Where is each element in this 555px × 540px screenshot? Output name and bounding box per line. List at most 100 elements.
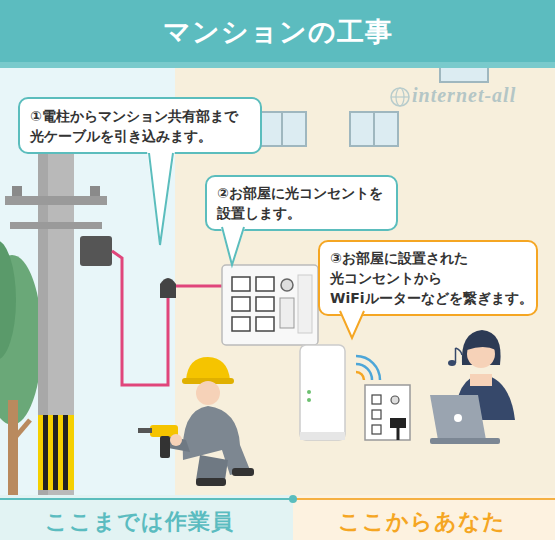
optical-outlet-panel-part <box>298 275 312 333</box>
wifi-router-part <box>307 398 311 402</box>
callout-box: ③お部屋に設置された 光コンセントから WiFiルーターなどを繋ぎます。 <box>318 240 538 316</box>
utility-pole-part <box>80 236 112 266</box>
wifi-router-part <box>300 432 345 440</box>
optical-outlet-panel <box>222 265 318 345</box>
worker-part <box>160 436 170 458</box>
callout-box: ②お部屋に光コンセントを 設置します。 <box>205 175 398 231</box>
room-outlet-panel-part <box>397 428 400 440</box>
woman-with-laptop-part <box>430 395 486 440</box>
worker-part <box>232 468 254 476</box>
callout-tail <box>220 225 246 265</box>
scenery-part <box>440 66 488 82</box>
utility-pole-part <box>90 186 100 196</box>
wifi-router-part <box>356 372 364 380</box>
bottom-band-part <box>293 498 555 500</box>
woman-with-laptop-part <box>456 348 463 355</box>
woman-with-laptop-part <box>467 336 496 350</box>
callout-text: ②お部屋に光コンセントを 設置します。 <box>217 183 386 223</box>
utility-pole <box>5 150 112 500</box>
utility-pole-part <box>43 415 48 490</box>
optical-outlet-panel-part <box>256 277 274 291</box>
bottom-band <box>0 495 555 540</box>
bottom-band-part <box>289 495 297 503</box>
watermark: internet-all <box>412 84 516 107</box>
fiber-cable-part <box>160 278 176 298</box>
watermark-globe-part <box>391 88 409 106</box>
scenery-part <box>350 112 398 146</box>
bottom-band-part <box>293 495 555 540</box>
callout-tail-part <box>147 151 175 245</box>
title-band-part <box>0 62 555 68</box>
callout-text: ①電柱からマンション共有部まで 光ケーブルを引き込みます。 <box>30 106 250 146</box>
callout-text: ③お部屋に設置された 光コンセントから WiFiルーターなどを繋ぎます。 <box>330 248 533 308</box>
wifi-router-part <box>356 364 372 380</box>
optical-outlet-panel-part <box>280 298 294 328</box>
callout-tail <box>338 309 366 338</box>
callout-tail-part <box>340 311 364 338</box>
callout-body: ①電柱からマンション共有部まで 光ケーブルを引き込みます。 <box>30 106 250 146</box>
worker-part <box>196 478 226 486</box>
callout-body: ②お部屋に光コンセントを 設置します。 <box>217 183 386 223</box>
room-outlet-panel-part <box>372 410 381 419</box>
callout-tail-part <box>220 225 246 265</box>
room-outlet-panel-part <box>372 395 381 404</box>
worker <box>138 357 254 486</box>
wifi-router-part <box>300 345 345 440</box>
scenery-part <box>373 112 375 146</box>
zone-label: ここからあなた <box>338 507 506 537</box>
woman-with-laptop-part <box>470 374 492 386</box>
watermark-globe-part <box>391 96 409 97</box>
utility-pole-part <box>10 222 102 229</box>
optical-outlet-panel-part <box>232 317 250 331</box>
optical-outlet-panel-part <box>232 297 250 311</box>
zone-label: ここまでは作業員 <box>45 507 234 537</box>
worker-part <box>196 455 228 480</box>
worker-part <box>138 428 152 433</box>
optical-outlet-panel-part <box>281 279 293 291</box>
utility-pole-part <box>63 415 68 490</box>
title-band <box>0 0 555 68</box>
utility-pole-part <box>12 186 22 196</box>
room-outlet-panel <box>365 385 410 440</box>
scenery-part <box>258 112 306 146</box>
callout-tail-part <box>222 227 244 265</box>
optical-outlet-panel-part <box>256 297 274 311</box>
worker-part <box>186 357 230 380</box>
callout-tail-part <box>338 309 366 338</box>
fiber-cable-part <box>176 285 222 288</box>
title-band-part <box>0 0 555 66</box>
optical-outlet-panel-part <box>222 265 318 345</box>
room-outlet-panel-part <box>390 418 406 428</box>
woman-with-laptop-part <box>454 414 462 422</box>
optical-outlet-panel-part <box>232 277 250 291</box>
fiber-cable-part <box>112 251 168 385</box>
diagram-title: マンションの工事 <box>0 14 555 50</box>
wifi-router-part <box>356 356 380 380</box>
woman-with-laptop <box>430 330 515 444</box>
wifi-router-part <box>307 390 311 394</box>
watermark-globe <box>391 88 409 106</box>
woman-with-laptop-part <box>430 438 500 444</box>
callout-box: ①電柱からマンション共有部まで 光ケーブルを引き込みます。 <box>18 97 262 154</box>
bottom-band-part <box>0 495 293 540</box>
room-outlet-panel-part <box>391 396 399 404</box>
woman-with-laptop-part <box>455 348 457 363</box>
utility-pole-part <box>5 196 107 205</box>
scenery-part <box>8 400 18 500</box>
utility-pole-part <box>38 415 74 490</box>
bottom-band-part <box>0 498 293 500</box>
scenery-part <box>13 420 30 440</box>
room-outlet-panel-part <box>372 425 381 434</box>
worker-part <box>170 434 182 446</box>
callout-tail <box>147 151 175 245</box>
room-outlet-panel-part <box>365 385 410 440</box>
scenery-part <box>281 112 283 146</box>
callout-body: ③お部屋に設置された 光コンセントから WiFiルーターなどを繋ぎます。 <box>330 248 533 308</box>
callout-tail-part <box>149 153 173 245</box>
utility-pole-part <box>53 415 58 490</box>
